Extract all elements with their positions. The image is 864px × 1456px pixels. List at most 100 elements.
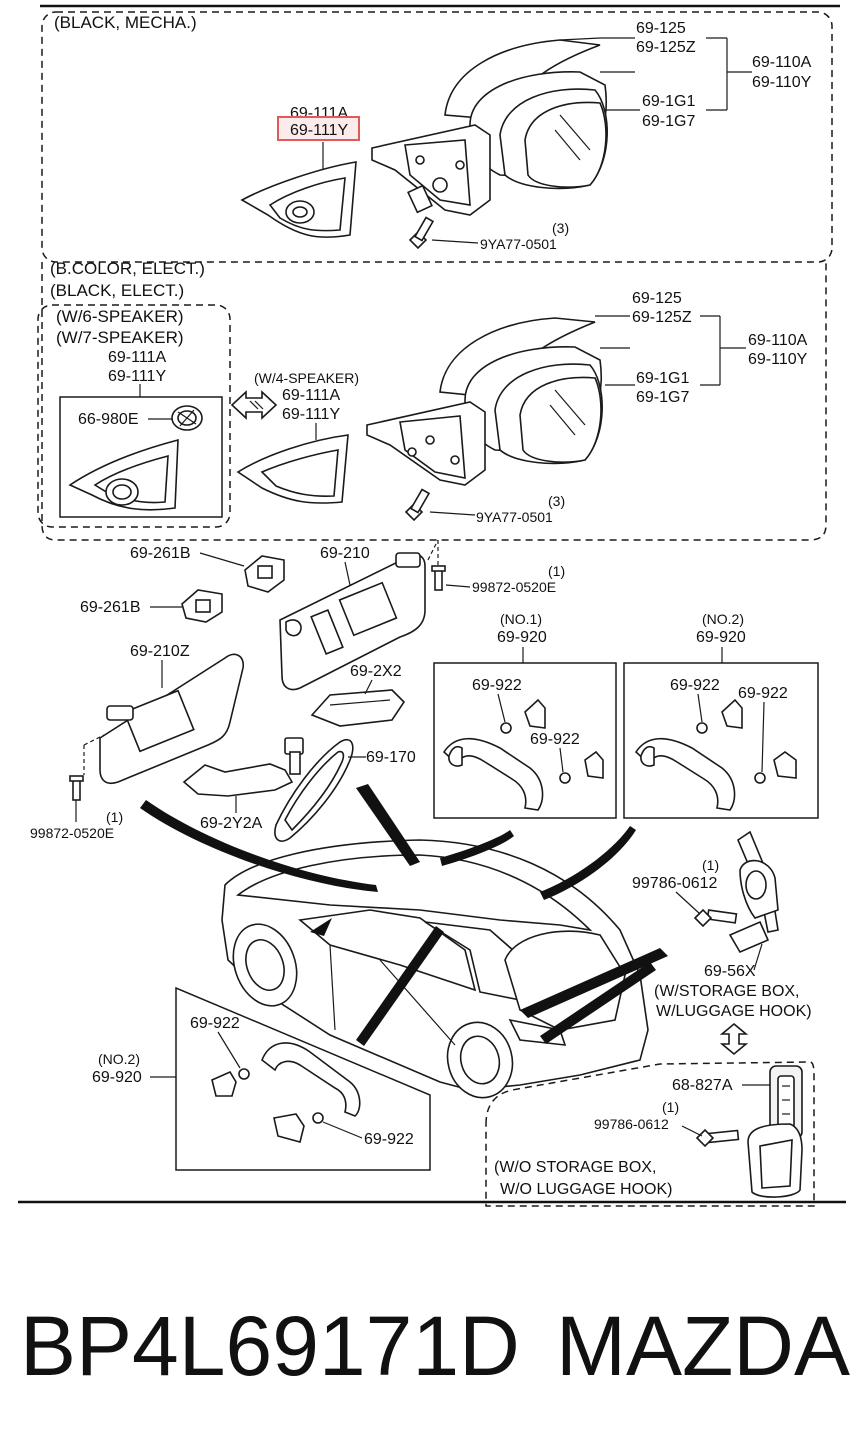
label-69-1g1-a: 69-1G1 [642,93,695,110]
label-69-922-no2-b: 69-922 [738,685,788,702]
label-69-920-no2-a: 69-920 [696,629,746,646]
label-69-922-rear-a: 69-922 [190,1015,240,1032]
car-hatchback-illustration [221,839,649,1099]
handle-clip-no2-b [754,751,797,784]
label-69-922-no2-a: 69-922 [670,677,720,694]
label-69-922-rear-b: 69-922 [364,1131,414,1148]
label-qty-1-visor-b: (1) [106,809,123,825]
speaker-garnish-box [59,396,223,518]
console-cover-69-2x2 [310,689,406,727]
handle-clip-rear-b [273,1112,324,1143]
label-9ya77-a: 9YA77-0501 [480,236,557,252]
label-69-920-no1: 69-920 [497,629,547,646]
label-69-110y-a: 69-110Y [752,74,812,91]
label-99786-upper: 99786-0612 [632,875,718,892]
callout-arc-mirror [356,784,420,866]
mirror-garnish-speaker [68,438,179,511]
label-69-920-rear: 69-920 [92,1069,142,1086]
brand-name: MAZDA [556,1299,850,1393]
rear-view-mirror-69-170 [274,737,354,842]
visor-clip-69-261b-lower [181,589,223,623]
label-69-111a-b: 69-111A [108,349,166,366]
speaker-option-border [37,304,231,528]
sun-visor-69-210z [99,653,245,785]
label-69-170: 69-170 [366,749,416,766]
label-69-111y-a: 69-111Y [290,122,348,139]
callout-arrow-front [310,918,332,936]
label-69-125-b: 69-125 [632,290,682,307]
section-black-mecha-border [41,11,833,263]
label-69-125z-b: 69-125Z [632,309,692,326]
section-elect-border [41,262,827,541]
luggage-hook-69-56x [728,830,779,954]
label-69-210z: 69-210Z [130,643,190,660]
screw-99786-lower [695,1128,740,1148]
label-69-111y-b: 69-111Y [108,368,166,385]
label-69-210: 69-210 [320,545,370,562]
label-69-111y-c: 69-111Y [282,406,340,423]
handle-clip-no1-b [559,750,604,784]
handle-clip-no1-a [500,698,546,734]
assist-handle-no1 [442,737,544,811]
label-99872-upper: 99872-0520E [472,579,556,595]
label-69-111a-c: 69-111A [282,387,340,404]
screw-99872-lower [69,775,84,801]
visor-clip-69-261b-upper [244,555,285,593]
label-69-110a-b: 69-110A [748,332,808,349]
callout-arc-luggage-b [540,962,656,1044]
mirror-garnish-4-speaker [236,434,349,504]
highlight-box [277,116,360,141]
mirror-garnish-69-111 [240,161,357,239]
label-68-827a: 68-827A [672,1077,733,1094]
label-qty-3-b: (3) [548,493,565,509]
label-69-1g1-b: 69-1G1 [636,370,689,387]
label-69-261b-upper: 69-261B [130,545,191,562]
callout-arc-rear-handle [356,926,444,1046]
assist-handle-no2 [634,737,736,811]
assist-handle-box-rear [175,986,431,1171]
handle-clip-rear-a [211,1068,250,1097]
label-no2-b: (NO.2) [98,1051,140,1067]
section-black-elect-title: (BLACK, ELECT.) [50,281,184,300]
trim-bar-69-2y2a [182,763,294,797]
label-w7-speaker: (W/7-SPEAKER) [56,328,184,347]
callout-arc-handle-no1 [440,830,514,866]
label-69-125-a: 69-125 [636,20,686,37]
callout-arc-handle-no2 [540,826,636,900]
mirror-assembly-elect [366,317,603,486]
label-69-125z-a: 69-125Z [636,39,696,56]
label-w6-speaker: (W/6-SPEAKER) [56,307,184,326]
callout-arc-visor [140,800,378,892]
mirror-assembly-mecha [371,39,608,216]
label-69-110y-b: 69-110Y [748,351,808,368]
luggage-hook-cover [747,1123,803,1198]
label-69-1g7-a: 69-1G7 [642,113,695,130]
assist-handle-box-no2 [623,662,819,819]
bolt-9ya77-upper [408,216,435,250]
handle-clip-no2-a [696,698,743,734]
label-w4-speaker: (W/4-SPEAKER) [254,370,359,386]
label-69-261b-lower: 69-261B [80,599,141,616]
label-no1: (NO.1) [500,611,542,627]
label-69-110a-a: 69-110A [752,54,812,71]
option-arrow-icon [230,390,278,420]
callout-arc-luggage-a [520,948,668,1018]
tweeter-speaker-66-980e [171,405,203,431]
assist-handle-rear [261,1042,361,1117]
label-99786-lower: 99786-0612 [594,1116,669,1132]
label-qty-1-visor-a: (1) [548,563,565,579]
section-black-mecha-title: (BLACK, MECHA.) [54,13,197,32]
section-wo-storage-border [485,1061,815,1207]
label-qty-1-hook-a: (1) [702,857,719,873]
bolt-9ya77-lower [404,488,431,522]
label-69-2x2: 69-2X2 [350,663,402,680]
label-no2-a: (NO.2) [702,611,744,627]
label-66-980e: 66-980E [78,411,139,428]
label-qty-3-a: (3) [552,220,569,236]
label-69-922-no1-b: 69-922 [530,731,580,748]
label-69-922-no1-a: 69-922 [472,677,522,694]
label-wo-luggage-hook: W/O LUGGAGE HOOK) [500,1181,672,1198]
label-w-luggage-hook: W/LUGGAGE HOOK) [656,1003,812,1020]
label-69-1g7-b: 69-1G7 [636,389,689,406]
